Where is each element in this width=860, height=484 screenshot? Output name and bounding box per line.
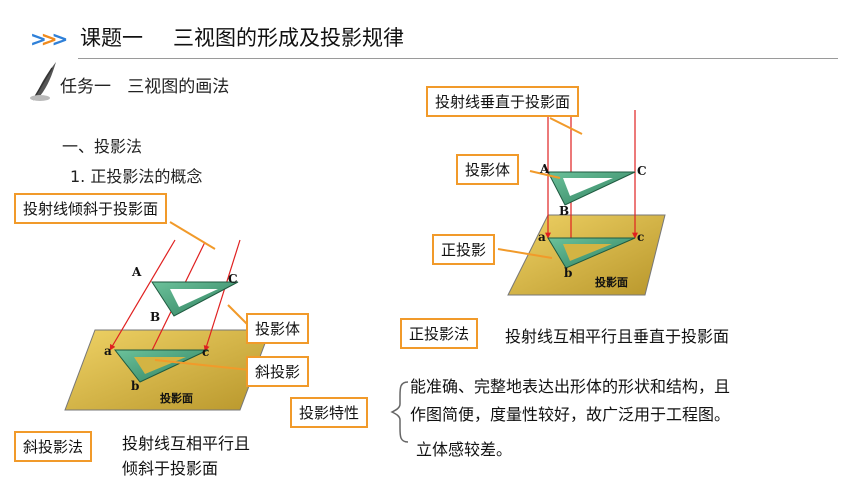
page-title: 课题一三视图的形成及投影规律	[80, 26, 404, 50]
callout-orthographic-projection: 正投影	[432, 234, 496, 265]
subsection-heading: 1. 正投影法的概念	[70, 167, 203, 186]
point-label: B	[559, 204, 570, 218]
callout-body: 投影体	[456, 154, 520, 185]
point-label: B	[150, 310, 161, 324]
plane-label: 投影面	[160, 392, 193, 405]
point-label: A	[132, 265, 142, 279]
point-label: A	[540, 162, 550, 176]
point-label: a	[538, 230, 546, 244]
property-line3: 立体感较差。	[416, 440, 513, 459]
orthographic-projection-diagram	[497, 110, 666, 296]
definition-orthographic: 投射线互相平行且垂直于投影面	[505, 327, 730, 346]
section-heading: 一、投影法	[62, 137, 143, 156]
term-orthographic: 正投影法	[400, 318, 479, 349]
property-line2: 作图简便，度量性较好，故广泛用于工程图。	[410, 405, 731, 424]
point-label: a	[104, 344, 112, 358]
point-label: b	[564, 266, 573, 280]
projected-body-triangle	[547, 171, 636, 206]
point-label: c	[637, 230, 645, 244]
plane-label: 投影面	[595, 276, 628, 289]
quill-icon	[30, 62, 56, 101]
callout-oblique-projection: 斜投影	[246, 356, 310, 387]
oblique-projection-diagram	[64, 221, 271, 411]
property-line1: 能准确、完整地表达出形体的形状和结构，且	[410, 377, 731, 396]
definition-oblique-line1: 投射线互相平行且	[122, 434, 251, 453]
title-divider	[78, 58, 838, 59]
callout-oblique-rays: 投射线倾斜于投影面	[14, 193, 168, 224]
brace-icon	[390, 381, 409, 443]
term-oblique: 斜投影法	[14, 431, 93, 462]
point-label: C	[228, 272, 238, 286]
definition-oblique-line2: 倾斜于投影面	[122, 459, 219, 478]
callout-perpendicular-rays: 投射线垂直于投影面	[426, 86, 580, 117]
term-projection-properties: 投影特性	[290, 397, 369, 428]
point-label: b	[131, 379, 140, 393]
callout-body: 投影体	[246, 313, 310, 344]
point-label: c	[202, 345, 210, 359]
task-heading: 任务一 三视图的画法	[60, 77, 230, 97]
point-label: C	[637, 164, 647, 178]
